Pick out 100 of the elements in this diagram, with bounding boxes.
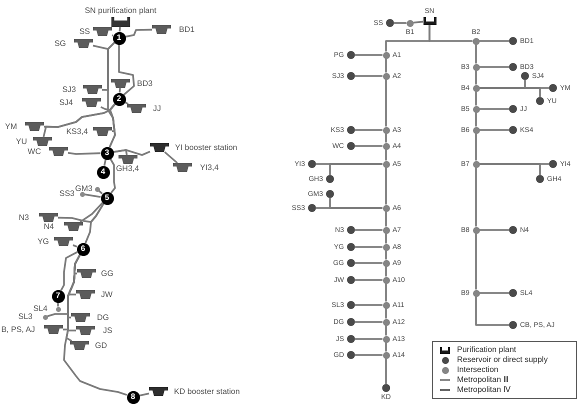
pipe-line [72, 244, 78, 248]
pipe-line [394, 22, 406, 24]
pipe-line [385, 168, 387, 204]
map-label: YM [5, 122, 17, 130]
pipe-line [475, 234, 477, 290]
map-label: JJ [153, 104, 161, 112]
pipe-line [475, 70, 477, 84]
pipe-line [164, 151, 178, 164]
map-label: GG [101, 270, 114, 278]
pipe-line [428, 25, 472, 42]
map-label: KS3,4 [66, 128, 88, 136]
map-label: BD3 [137, 80, 153, 88]
map-label: JW [101, 290, 113, 298]
pipe-line [118, 88, 121, 93]
pipe-line [316, 207, 382, 209]
map-label: SJ3 [62, 86, 76, 94]
pipe-line [355, 145, 382, 147]
callout-number: 5 [100, 192, 114, 204]
pipe-line [385, 58, 387, 72]
pipe-line [385, 342, 387, 352]
pipe-line [480, 163, 541, 175]
pipe-line [385, 266, 387, 276]
map-label: SL4 [33, 305, 48, 313]
pipe-line [355, 246, 382, 248]
pipe-line [480, 66, 509, 68]
map-label: DG [97, 314, 109, 322]
pipe-line [355, 321, 382, 323]
callout-number: 1 [112, 32, 126, 44]
pipe-line [60, 251, 78, 291]
pipe-line [480, 40, 509, 42]
map-label: YG [37, 238, 49, 246]
map-label: GD [95, 342, 107, 350]
pipe-line [57, 302, 59, 306]
pipe-line [475, 134, 477, 160]
pipe-line [118, 26, 121, 32]
pipe-line [385, 212, 387, 226]
map-label: WC [28, 148, 41, 156]
map-label: YI3,4 [200, 164, 219, 172]
pipe-line [385, 134, 387, 142]
pipe-line [413, 20, 424, 24]
pipe-line [109, 103, 116, 132]
pipe-line [385, 234, 387, 244]
pipe-line [475, 296, 509, 326]
pipe-line [355, 262, 382, 264]
map-label: SS [79, 28, 90, 36]
map-label: JS [103, 326, 112, 334]
pipe-line [475, 44, 477, 64]
callout-number: 6 [76, 242, 90, 256]
pipe-line [480, 229, 509, 231]
callout-number: 2 [112, 92, 126, 106]
callout-number: 4 [96, 166, 110, 178]
map-label: YI booster station [175, 144, 238, 152]
pipe-line [355, 279, 382, 281]
pipe-line [125, 28, 152, 38]
pipe-line [385, 284, 387, 302]
map-label: N4 [44, 222, 54, 230]
pipe-line [385, 250, 387, 260]
pipe-line [480, 108, 509, 110]
legend-label: Reservoir or direct supply [457, 356, 548, 364]
callout-number: 8 [126, 390, 140, 404]
pipe-line [355, 75, 382, 77]
pipe-line [385, 358, 387, 384]
legend-label: Metropolitan Ⅳ [457, 386, 511, 394]
pipe-line [113, 149, 128, 156]
pipe-line [475, 112, 477, 126]
callout-number: 7 [52, 290, 64, 302]
pipe-line [139, 392, 150, 397]
map-label: SN purification plant [84, 7, 156, 15]
pipe-line [329, 163, 382, 175]
pipe-line [355, 129, 382, 131]
pipe-line [355, 338, 382, 340]
pipe-line [355, 304, 382, 306]
map-label: B, PS, AJ [1, 326, 35, 334]
pipe-line [385, 308, 387, 318]
map-label: KD booster station [174, 388, 240, 396]
pipe-line [84, 194, 101, 198]
pipe-line [80, 202, 104, 223]
map-label: SG [54, 40, 66, 48]
pipe-line [385, 150, 387, 160]
map-label: BD1 [179, 26, 195, 34]
pipe-line [480, 292, 509, 294]
pipe-line [66, 254, 81, 342]
pipe-line [475, 92, 477, 106]
map-label: SS3 [59, 190, 74, 198]
map-label: SL3 [18, 313, 32, 321]
map-label: GH3,4 [116, 165, 140, 173]
callout-number: 3 [100, 146, 114, 160]
map-label: SJ4 [59, 98, 73, 106]
pipe-line [385, 326, 387, 336]
pipe-line [118, 44, 135, 96]
legend-label: Purification plant [457, 346, 516, 354]
pipe-line [480, 87, 541, 97]
pipe-line [103, 159, 107, 166]
pipe-line [68, 152, 101, 155]
pipe-line [385, 80, 387, 126]
pipe-line [480, 129, 509, 131]
pipe-line [355, 54, 382, 56]
pipe-line [84, 203, 104, 244]
map-label: YU [16, 138, 27, 146]
map-label: GM3 [75, 185, 92, 193]
